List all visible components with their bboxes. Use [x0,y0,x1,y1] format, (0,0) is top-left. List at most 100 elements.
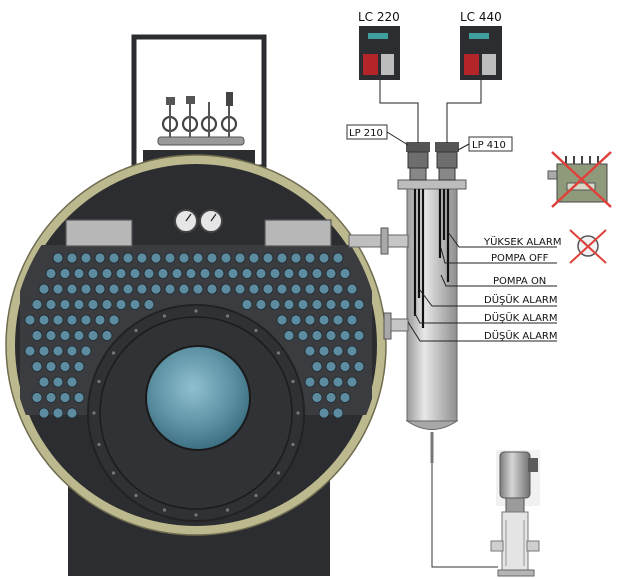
fire-tube [66,345,78,357]
door-bolt [291,379,295,384]
fire-tube [45,268,57,279]
fire-tube [304,252,316,264]
door-bolt [225,508,230,512]
fire-tube [311,268,323,279]
fire-tube [325,299,337,310]
fire-tube [220,252,232,264]
fire-tube [38,314,50,326]
fire-tube [129,299,141,310]
fire-tube [108,252,120,264]
door-bolt [97,442,101,447]
door-bolt [92,411,96,415]
fire-tube [339,268,351,279]
fire-tube [59,361,71,372]
crossed-out-module-icon [547,151,612,208]
fire-tube [332,376,344,388]
pump-motor [499,451,531,499]
fire-tube [339,299,351,310]
fire-tube [87,268,99,279]
fire-tube [311,299,323,310]
door-bolt [254,493,258,498]
fire-tube [192,283,204,295]
door-bolt [134,493,138,498]
fire-tube [304,314,316,326]
controller-cables [379,80,482,143]
fire-tube [94,314,106,326]
fire-tube [52,314,64,326]
fire-tube [332,252,344,264]
fire-tube [283,299,295,310]
pump-icon [490,450,540,577]
leader-line [440,247,557,264]
top-hood [131,34,267,170]
fire-tube [73,268,85,279]
controller-grey-button [482,54,496,75]
door-bolt [111,471,116,475]
controller-red-button [464,54,479,75]
fire-tube [262,283,274,295]
fire-tube [290,252,302,264]
fire-tube [234,252,246,264]
door-bolt [194,309,198,313]
controller-display [469,33,489,39]
fire-tube [157,268,169,279]
fire-tube [24,314,36,326]
leader-line [440,274,557,287]
fire-tube [38,345,50,357]
fire-tube [178,252,190,264]
fire-tube [101,299,113,310]
door-bolt [162,314,167,318]
fire-tube [115,268,127,279]
fire-tube [80,283,92,295]
fire-tube [241,299,253,310]
fire-tube [339,392,351,403]
fire-tube [52,407,64,419]
leader-line [419,289,557,307]
fire-tube [325,392,337,403]
door-bolt [97,379,101,384]
fire-tube [45,330,57,341]
fire-tubes [24,252,365,419]
fire-tube [199,268,211,279]
fire-tube [171,268,183,279]
svg-text:LP 410: LP 410 [472,140,506,151]
alarm-label-dusuk-1: DÜŞÜK ALARM [484,293,557,306]
door-bolt [134,328,138,333]
crossed-out-gauge-icon [569,229,607,264]
fire-tube [38,283,50,295]
fire-tube [227,268,239,279]
fire-tube [311,330,323,341]
fire-tube [297,268,309,279]
feed-line [431,463,498,568]
fire-tube [31,392,43,403]
fire-tube [73,361,85,372]
leader-line [413,311,557,324]
fire-tube [353,330,365,341]
fire-tube [31,299,43,310]
fire-tube [136,283,148,295]
fire-tube [52,376,64,388]
door-bolt [254,328,258,333]
fire-tube [297,299,309,310]
fire-tube [192,252,204,264]
door-bolt [276,471,281,475]
fire-tube [66,407,78,419]
fire-tube [150,283,162,295]
door-bolt [291,442,295,447]
fire-tube [318,407,330,419]
fire-tube [150,252,162,264]
fire-tube [353,299,365,310]
fire-tube [45,392,57,403]
fire-tube [318,314,330,326]
alarm-label-dusuk-3: DÜŞÜK ALARM [484,329,557,342]
fire-tube [52,345,64,357]
alarm-label-pompa-on: POMPA ON [493,276,546,287]
fire-tube [178,283,190,295]
pipe-flange [383,312,392,340]
fire-tube [332,407,344,419]
fire-tube [248,252,260,264]
left-hatch [65,219,133,247]
leader-line [407,321,557,342]
fire-tube [59,268,71,279]
